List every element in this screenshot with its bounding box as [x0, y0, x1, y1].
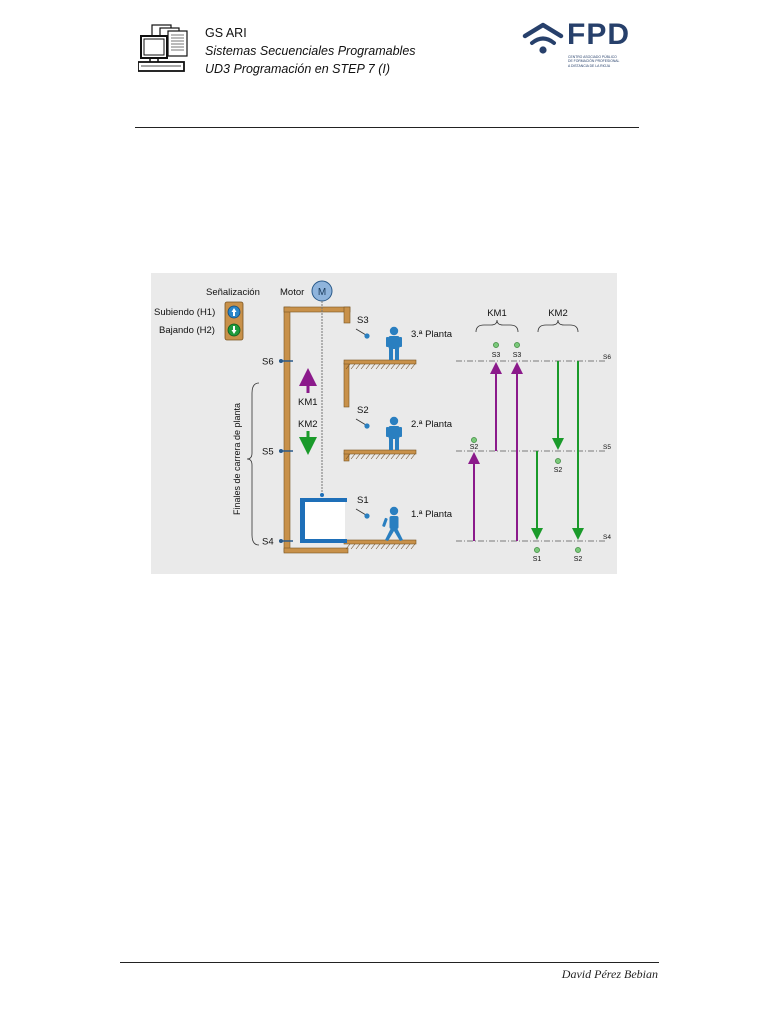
km2-brace [537, 319, 579, 333]
person-icon [382, 506, 403, 541]
seq-button-label: S2 [574, 556, 583, 563]
elevator-figure: Señalización Subiendo (H1) Bajando (H2) … [151, 273, 617, 574]
call-button-icon [364, 423, 370, 429]
seq-button-label: S2 [554, 467, 563, 474]
level-label: S5 [603, 444, 611, 451]
limit-switch-label: S4 [262, 537, 274, 548]
call-button-icon [364, 513, 370, 519]
motor-label: Motor [280, 287, 304, 298]
level-label: S6 [603, 354, 611, 361]
footer-rule [120, 962, 659, 963]
axis-label: Finales de carrera de planta [232, 403, 242, 515]
logo-text: FPD [567, 18, 630, 51]
unit-title: UD3 Programación en STEP 7 (I) [205, 62, 391, 76]
course-title: GS ARI [205, 26, 247, 40]
axis-brace [246, 382, 260, 546]
seq-header-km1: KM1 [487, 308, 507, 319]
seq-button-label: S3 [513, 352, 522, 359]
person-icon [386, 326, 402, 360]
figure-background [151, 273, 617, 574]
floor-name: 3.ª Planta [411, 329, 453, 340]
module-title: Sistemas Secuenciales Programables [205, 44, 416, 58]
limit-switch-label: S5 [262, 447, 274, 458]
document-icon [137, 24, 196, 76]
seq-button-icon [514, 342, 520, 348]
floor-hatching [345, 363, 416, 550]
logo-subtext-line-3: A DISTANCIA DE LA RIOJA [568, 63, 611, 68]
floor-name: 1.ª Planta [411, 509, 453, 520]
seq-button-label: S3 [492, 352, 501, 359]
km1-brace [475, 319, 519, 333]
footer-author: David Pérez Bebian [561, 967, 658, 981]
floor-button-label: S3 [357, 315, 369, 326]
km2-label: KM2 [298, 419, 318, 430]
lamp-label-down: Bajando (H2) [159, 325, 215, 336]
logo-subtext-line-1: CENTRO ASOCIADO PÚBLICO [568, 55, 617, 59]
seq-header-km2: KM2 [548, 308, 568, 319]
elevator-shaft [283, 306, 351, 554]
seq-button-icon [471, 437, 477, 443]
logo-subtext: CENTRO ASOCIADO PÚBLICO DE FORMACIÓN PRO… [568, 55, 619, 68]
person-icon [386, 416, 402, 450]
seq-button-icon [493, 342, 499, 348]
seq-button-icon [575, 547, 581, 553]
seq-button-icon [534, 547, 540, 553]
header-rule [135, 127, 639, 128]
limit-switch-label: S6 [262, 357, 274, 368]
signal-title: Señalización [206, 287, 260, 298]
km1-label: KM1 [298, 397, 318, 408]
level-label: S4 [603, 534, 611, 541]
floor-button-label: S2 [357, 405, 369, 416]
call-button-icon [364, 333, 370, 339]
floor-name: 2.ª Planta [411, 419, 453, 430]
seq-button-label: S1 [533, 556, 542, 563]
wifi-logo-icon [522, 21, 564, 57]
lamp-label-up: Subiendo (H1) [154, 307, 215, 318]
seq-button-label: S2 [470, 444, 479, 451]
motor-symbol: M [318, 287, 326, 298]
seq-button-icon [555, 458, 561, 464]
elevator-cabin [300, 498, 347, 543]
logo-subtext-line-2: DE FORMACIÓN PROFESIONAL [568, 59, 620, 64]
floor-button-label: S1 [357, 495, 369, 506]
